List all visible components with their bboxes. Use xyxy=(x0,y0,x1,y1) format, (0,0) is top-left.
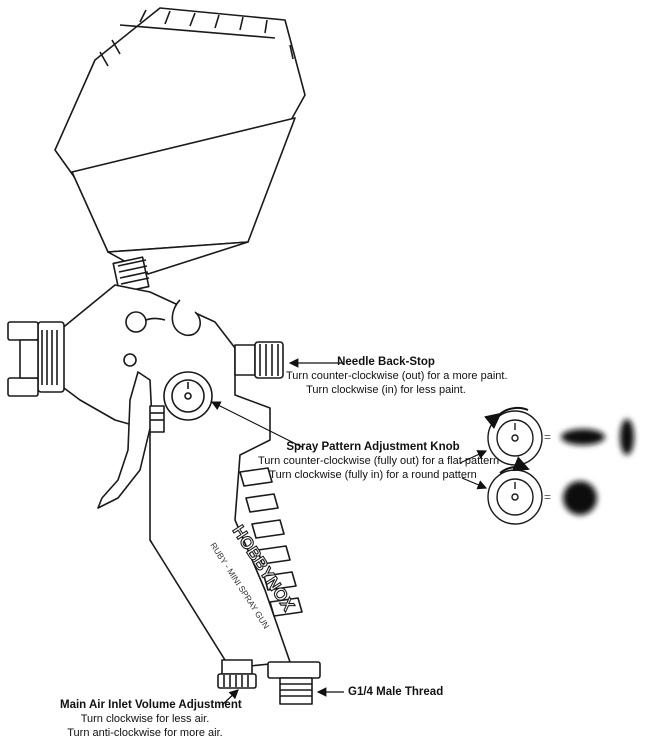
equals-round: = xyxy=(544,490,552,504)
thread-callout: G1/4 Male Thread xyxy=(348,685,443,699)
needle-callout: Needle Back-Stop Turn counter-clockwise … xyxy=(286,355,508,397)
flat-leader xyxy=(459,450,488,464)
needle-line2: Turn clockwise (in) for less paint. xyxy=(306,384,466,396)
pattern-line2: Turn clockwise (fully in) for a round pa… xyxy=(269,469,477,481)
thread-title: G1/4 Male Thread xyxy=(348,686,444,698)
pattern-leader xyxy=(210,401,303,448)
pattern-line1: Turn counter-clockwise (fully out) for a… xyxy=(258,455,500,467)
air-cap xyxy=(7,321,65,397)
knob-example-round xyxy=(487,456,543,525)
equals-flat: = xyxy=(544,430,552,444)
grip-ridges xyxy=(239,467,303,617)
air-line2: Turn anti-clockwise for more air. xyxy=(67,727,223,739)
spray-flat-vertical xyxy=(620,419,634,455)
air-inlet-knob xyxy=(217,659,257,689)
spray-flat-horizontal xyxy=(561,429,605,445)
paint-cup xyxy=(54,7,306,275)
needle-line1: Turn counter-clockwise (out) for a more … xyxy=(286,370,508,382)
air-callout: Main Air Inlet Volume Adjustment Turn cl… xyxy=(60,698,242,740)
air-leader xyxy=(221,689,239,706)
knob-example-flat xyxy=(484,406,543,466)
needle-title: Needle Back-Stop xyxy=(337,356,435,368)
spray-round xyxy=(563,481,597,515)
pattern-title: Spray Pattern Adjustment Knob xyxy=(286,441,460,453)
air-line1: Turn clockwise for less air. xyxy=(80,713,210,725)
needle-back-stop xyxy=(234,341,284,379)
cup-connector xyxy=(112,256,150,294)
fluid-stub xyxy=(149,405,165,433)
air-title: Main Air Inlet Volume Adjustment xyxy=(60,699,242,711)
pattern-knob-on-gun xyxy=(163,371,213,421)
round-leader xyxy=(461,477,488,490)
air-inlet-thread xyxy=(267,661,321,705)
pattern-callout: Spray Pattern Adjustment Knob Turn count… xyxy=(258,440,500,482)
